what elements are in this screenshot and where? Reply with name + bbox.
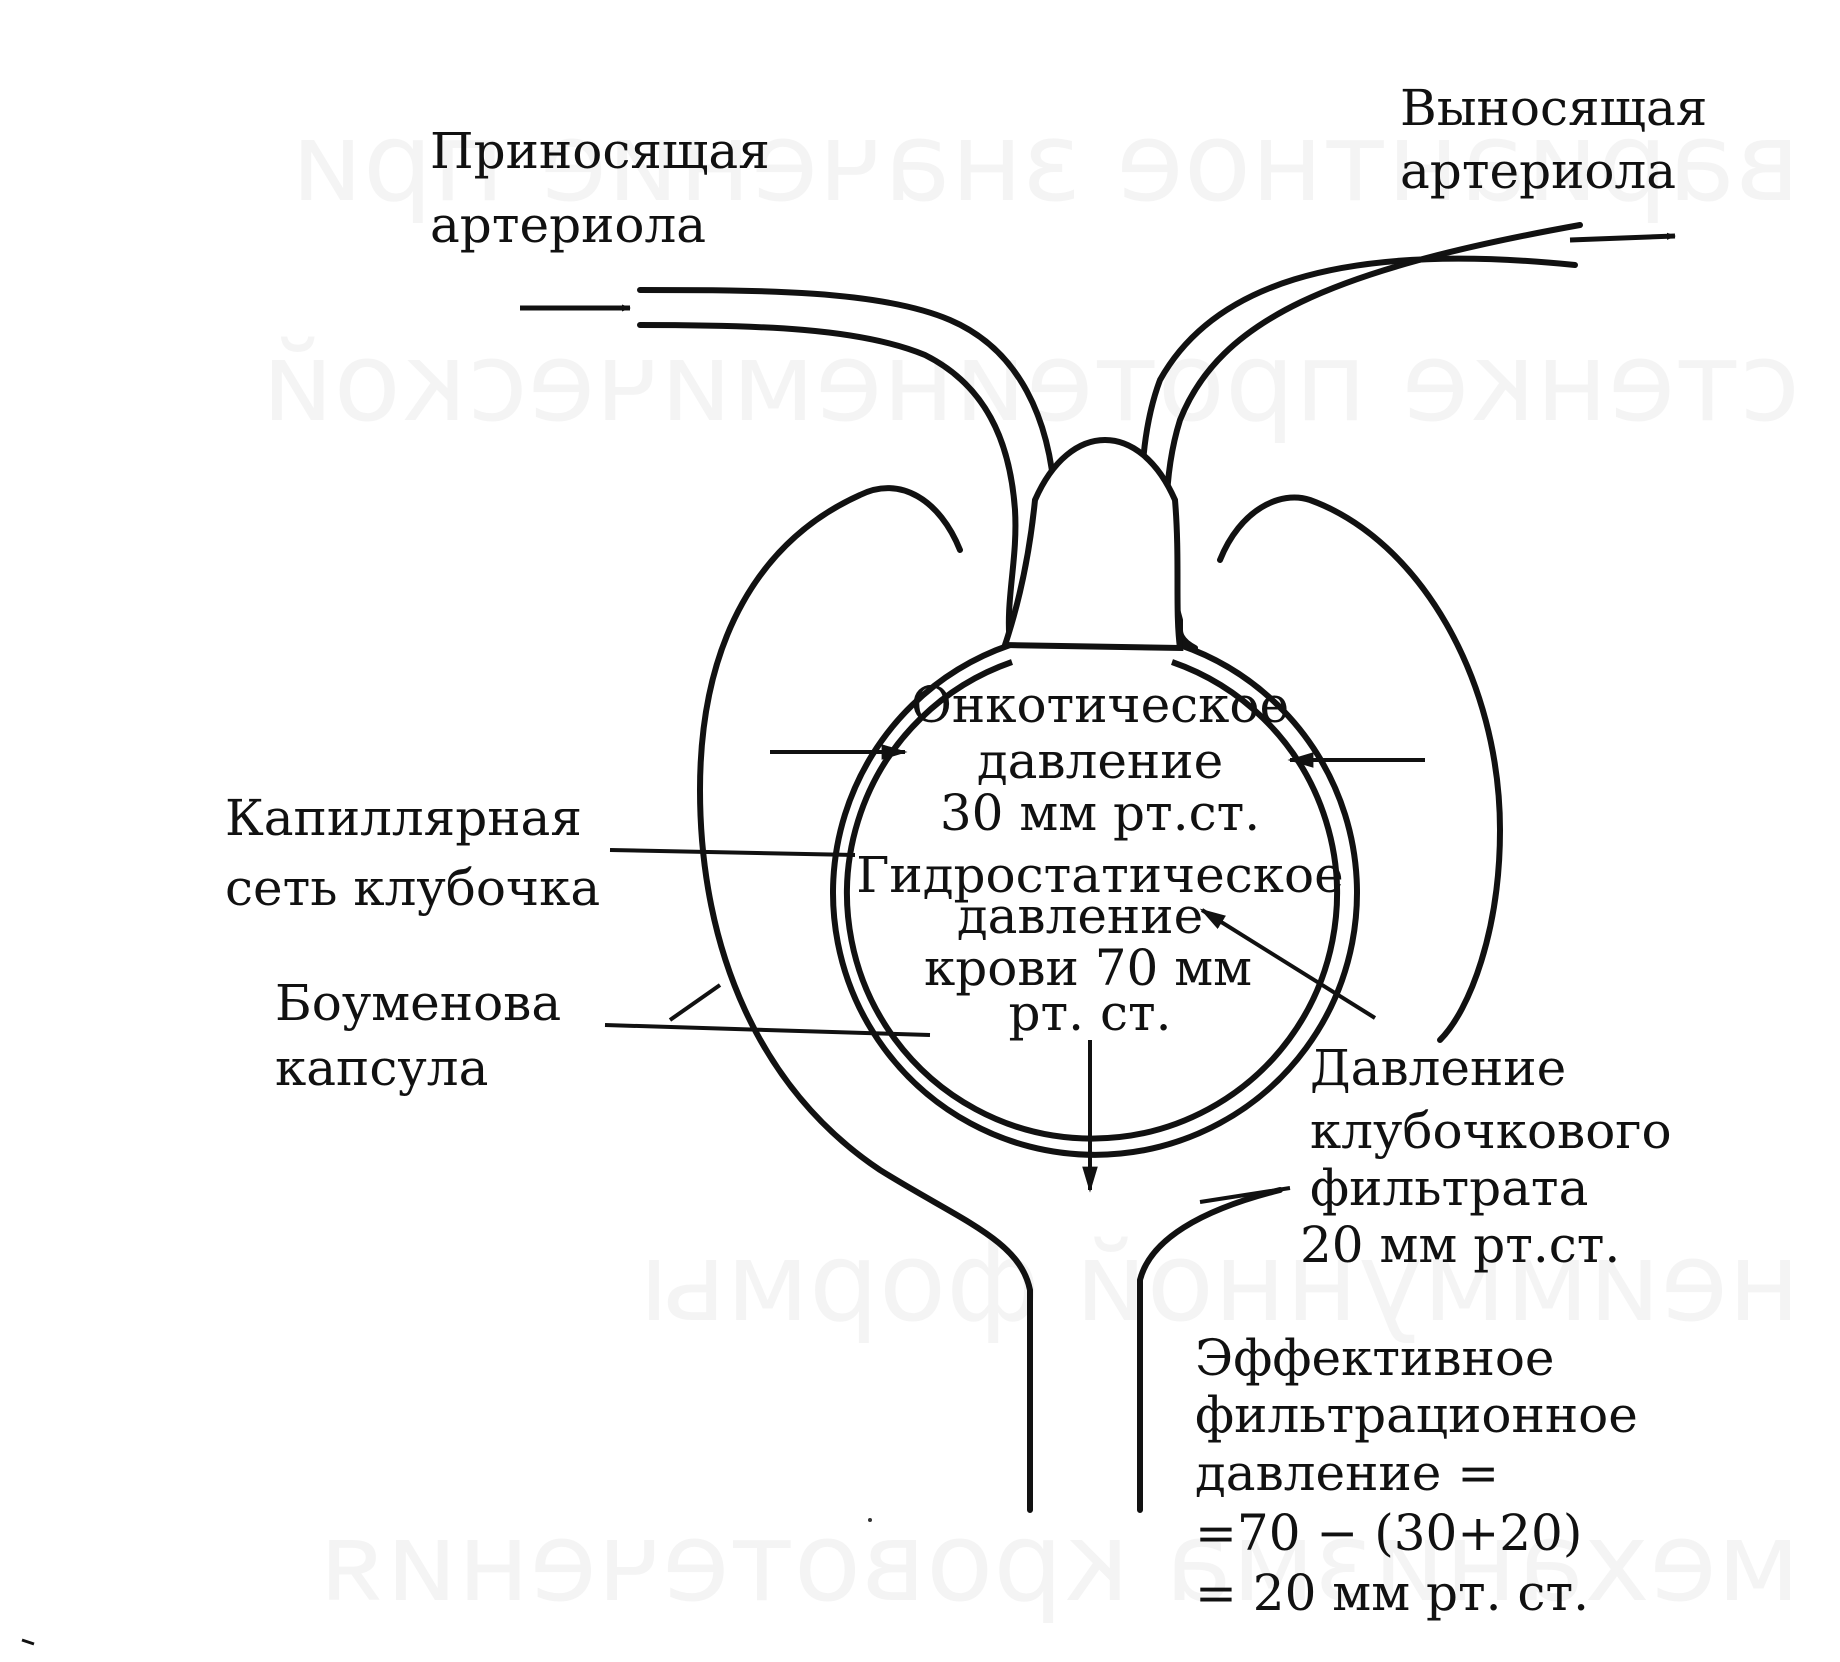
bowman-leader-line-2 [668,983,722,1022]
filtrate-label-line-4: 20 мм рт.ст. [1300,1216,1620,1274]
afferent-label-line-2: артериола [430,196,706,254]
hydrostatic-label-line-3: крови 70 мм [924,939,1252,997]
svg-text:механизма кровотечения: механизма кровотечения [320,1498,1800,1626]
bowman-leader-line [604,1023,931,1037]
speck-2 [21,1638,35,1646]
efferent-label-line-1: Выносящая [1400,79,1707,137]
svg-text:вариантное значение при: вариантное значение при [291,98,1800,226]
filtrate-label-line-1: Давление [1310,1039,1566,1097]
label-bowman-capsule: Боуменова капсула [275,974,561,1097]
filtrate-pressure-arrow [1199,908,1377,1020]
oncotic-label-line-3: 30 мм рт.ст. [940,784,1260,842]
oncotic-label-line-2: давление [977,732,1223,790]
capillary-leader-line [609,848,856,857]
effective-label-line-4: =70 − (30+20) [1195,1504,1582,1562]
effective-label-line-3: давление = [1195,1444,1499,1502]
label-efferent-arteriole: Выносящая артериола [1400,79,1707,200]
label-oncotic-pressure: Онкотическое давление 30 мм рт.ст. [911,676,1289,842]
label-effective-filtration-pressure: Эффективное фильтрационное давление = =7… [1195,1329,1638,1622]
bowman-label-line-1: Боуменова [275,974,561,1032]
oncotic-label-line-1: Онкотическое [911,676,1289,734]
label-afferent-arteriole: Приносящая артериола [430,122,770,254]
effective-label-line-5: = 20 мм рт. ст. [1195,1564,1589,1622]
bowman-capsule-wall [696,485,1504,1513]
label-hydrostatic-pressure: Гидростатическое давление крови 70 мм рт… [856,846,1343,1042]
effective-label-line-1: Эффективное [1195,1329,1555,1387]
label-capillary-network: Капиллярная сеть клубочка [225,789,600,917]
hydrostatic-label-line-2: давление [957,887,1203,945]
capillary-label-line-1: Капиллярная [225,789,582,847]
bleed-through-background: вариантное значение при стенке протеинем… [262,98,1800,1626]
filtrate-label-line-2: клубочкового [1310,1102,1672,1160]
effective-label-line-2: фильтрационное [1195,1386,1638,1444]
svg-text:неиммунной формы: неиммунной формы [639,1218,1800,1346]
bowman-label-line-2: капсула [275,1039,488,1097]
hydrostatic-label-line-1: Гидростатическое [856,846,1343,904]
filtrate-label-line-3: фильтрата [1310,1159,1588,1217]
afferent-label-line-1: Приносящая [430,122,770,180]
filtrate-leader-line [1199,1186,1291,1204]
capillary-label-line-2: сеть клубочка [225,859,600,917]
label-filtrate-pressure: Давление клубочкового фильтрата 20 мм рт… [1300,1039,1672,1274]
hydrostatic-label-line-4: рт. ст. [1008,984,1171,1042]
tuft-neck [1000,437,1184,652]
efferent-flow-arrow [1569,232,1676,243]
efferent-label-line-2: артериола [1400,142,1676,200]
speck-1 [868,1518,872,1522]
svg-text:стенке протеинемической: стенке протеинемической [262,318,1800,446]
